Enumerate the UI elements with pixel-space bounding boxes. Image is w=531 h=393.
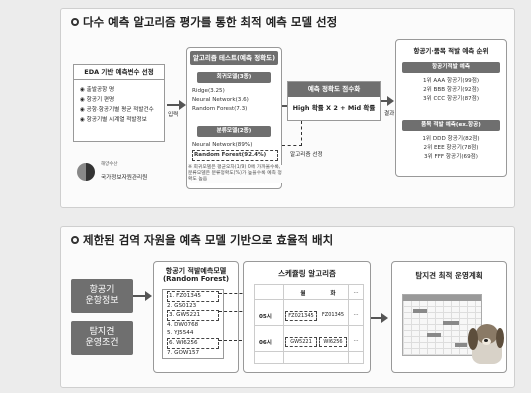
government-emblem-icon xyxy=(77,163,95,181)
col-header-more: ... xyxy=(353,289,359,295)
operation-plan-box: 탐지견 최적 운영계획 xyxy=(391,261,507,373)
classification-list: Neural Network(89%) Random Forest(92.4%) xyxy=(192,141,278,161)
model-title: 항공기 적발예측모델 xyxy=(165,267,227,275)
schedule-cell: WI6256 xyxy=(319,337,347,347)
algo-test-title: 알고리즘 테스트(예측 정확도) xyxy=(190,51,278,65)
model-subtitle: (Random Forest) xyxy=(162,275,230,283)
classification-item-selected: Random Forest(92.4%) xyxy=(192,150,278,161)
item-rank-title: 품목 적발 예측(ex.항공) xyxy=(402,120,500,131)
eda-item: 출발공항 명 xyxy=(80,85,154,95)
ranking-box: 항공기·품목 적발 예측 순위 항공기적발 예측 1위 AAA 항공기(99점)… xyxy=(395,39,507,177)
algo-note: ※ 회귀모델은 평균오차(1/9) 0에 가까울수록, 분류모델은 분류정확도(… xyxy=(188,165,284,183)
aircraft-rank-item: 2위 BBB 항공기(92점) xyxy=(423,87,479,93)
regression-title: 회귀모델(3종) xyxy=(197,72,271,83)
regression-item: Neural Network(3.6) xyxy=(192,97,249,103)
result-arrow xyxy=(381,100,389,102)
item-rank-list: 1위 DDD 항공기(82점) 2위 EEE 항공기(78점) 3위 FFF 항… xyxy=(396,135,506,162)
detector-dog-icon xyxy=(464,320,504,366)
classification-title: 분류모델(2종) xyxy=(197,126,271,137)
regression-list: Ridge(3.25) Neural Network(3.6) Random F… xyxy=(192,87,249,114)
schedule-ellipsis: ... xyxy=(353,337,359,343)
flight-info-box: 항공기 운항정보 xyxy=(71,279,133,313)
score-formula: High 확률 X 2 + Mid 확률 xyxy=(292,104,376,112)
row-label: 06시 xyxy=(259,340,272,346)
score-box: 예측 정확도 점수화 High 확률 X 2 + Mid 확률 xyxy=(287,81,381,121)
eda-item: 공항·항공기별 평균 적발건수 xyxy=(80,105,154,115)
model-rank-item: 2. GS0123 xyxy=(167,302,197,309)
eda-title: EDA 기반 예측변수 선정 xyxy=(74,65,164,80)
row-label: 05시 xyxy=(259,314,272,320)
algo-select-label: 알고리즘 선정 xyxy=(290,152,323,158)
model-rank-item: 7. GOW157 xyxy=(167,349,200,356)
col-header-tue: 화 xyxy=(330,291,336,297)
aircraft-rank-list: 1위 AAA 항공기(99점) 2위 BBB 항공기(92점) 3위 CCC 항… xyxy=(396,77,506,104)
input-arrow-head-icon xyxy=(179,100,186,110)
title-bullet-icon xyxy=(71,236,79,244)
schedule-sheet-image xyxy=(402,294,482,356)
eda-list: 출발공항 명 항공기 편명 공항·항공기별 평균 적발건수 항공기별 시계열 적… xyxy=(80,85,154,125)
score-title: 예측 정확도 점수화 xyxy=(288,82,380,97)
input-arrow xyxy=(167,104,181,106)
agency-logo: 해양수산 국가정보자원관리원 xyxy=(77,159,177,187)
result-label: 결과 xyxy=(384,111,395,117)
classification-item: Neural Network(89%) xyxy=(192,142,253,148)
title-bullet-icon xyxy=(71,18,79,26)
model-rank-item: 4. DW0768 xyxy=(167,321,199,328)
prediction-model-box: 항공기 적발예측모델 (Random Forest) 1. FZ01345 2.… xyxy=(153,261,239,373)
col-header-mon: 월 xyxy=(300,291,306,297)
model-rank-list: 1. FZ01345 2. GS0123 3. GW5221 4. DW0768… xyxy=(162,289,224,360)
aircraft-rank-title: 항공기적발 예측 xyxy=(402,62,500,73)
model-rank-item: 3. GW5221 xyxy=(167,310,219,321)
model-rank-item: 6. WI6256 xyxy=(167,337,219,349)
schedule-cell: FZ021345 xyxy=(285,311,317,321)
flight-info-arrow xyxy=(133,295,147,297)
selected-connector-line xyxy=(282,145,302,146)
aircraft-rank-item: 1위 AAA 항공기(99점) xyxy=(422,78,480,84)
flight-info-arrow-head-icon xyxy=(145,291,152,301)
score-arrow xyxy=(282,105,287,107)
eda-item: 항공기 편명 xyxy=(80,95,154,105)
eda-box: EDA 기반 예측변수 선정 출발공항 명 항공기 편명 공항·항공기별 평균 … xyxy=(73,64,165,142)
aircraft-rank-item: 3위 CCC 항공기(87점) xyxy=(422,96,480,102)
ranking-title: 항공기·품목 적발 예측 순위 xyxy=(413,47,489,55)
regression-item: Random Forest(7.3) xyxy=(192,106,248,112)
detector-dog-condition-box: 탐지견 운영조건 xyxy=(71,321,133,355)
schedule-ellipsis: ... xyxy=(353,311,359,317)
result-arrow-head-icon xyxy=(387,96,394,106)
item-rank-item: 3위 FFF 항공기(69점) xyxy=(424,154,478,160)
plan-arrow-head-icon xyxy=(381,313,388,323)
selected-connector-vertical xyxy=(301,121,302,146)
model-rank-item: 1. FZ01345 xyxy=(167,291,219,302)
input-label: 입력 xyxy=(168,112,179,118)
regression-item: Ridge(3.25) xyxy=(192,88,225,94)
plan-arrow xyxy=(371,317,383,319)
scheduler-box: 스케쥴링 알고리즘 월 화 ... 05시 FZ021345 FZ01345 .… xyxy=(243,261,371,373)
item-rank-item: 2위 EEE 항공기(78점) xyxy=(423,145,479,151)
schedule-cell: FZ01345 xyxy=(321,312,345,318)
scheduler-title: 스케쥴링 알고리즘 xyxy=(278,269,336,278)
eda-item: 항공기별 시계열 적발정보 xyxy=(80,115,154,125)
agency-name: 국가정보자원관리원 xyxy=(101,175,148,181)
panel1-title: 다수 예측 알고리즘 평가를 통한 최적 예측 모델 선정 xyxy=(71,14,337,30)
plan-title: 탐지견 최적 운영계획 xyxy=(415,271,483,280)
schedule-table: 월 화 ... 05시 FZ021345 FZ01345 ... 06시 GW5… xyxy=(254,284,364,364)
panel2-title: 제한된 검역 자원을 예측 모델 기반으로 효율적 배치 xyxy=(71,232,333,248)
item-rank-item: 1위 DDD 항공기(82점) xyxy=(422,136,480,142)
deployment-panel: 제한된 검역 자원을 예측 모델 기반으로 효율적 배치 항공기 운항정보 탐지… xyxy=(60,226,515,388)
model-rank-item: 5. YJ5544 xyxy=(167,330,194,337)
model-selection-panel: 다수 예측 알고리즘 평가를 통한 최적 예측 모델 선정 EDA 기반 예측변… xyxy=(60,8,515,208)
agency-tag: 해양수산 xyxy=(101,162,118,167)
schedule-cell: GW5221 xyxy=(285,337,317,347)
